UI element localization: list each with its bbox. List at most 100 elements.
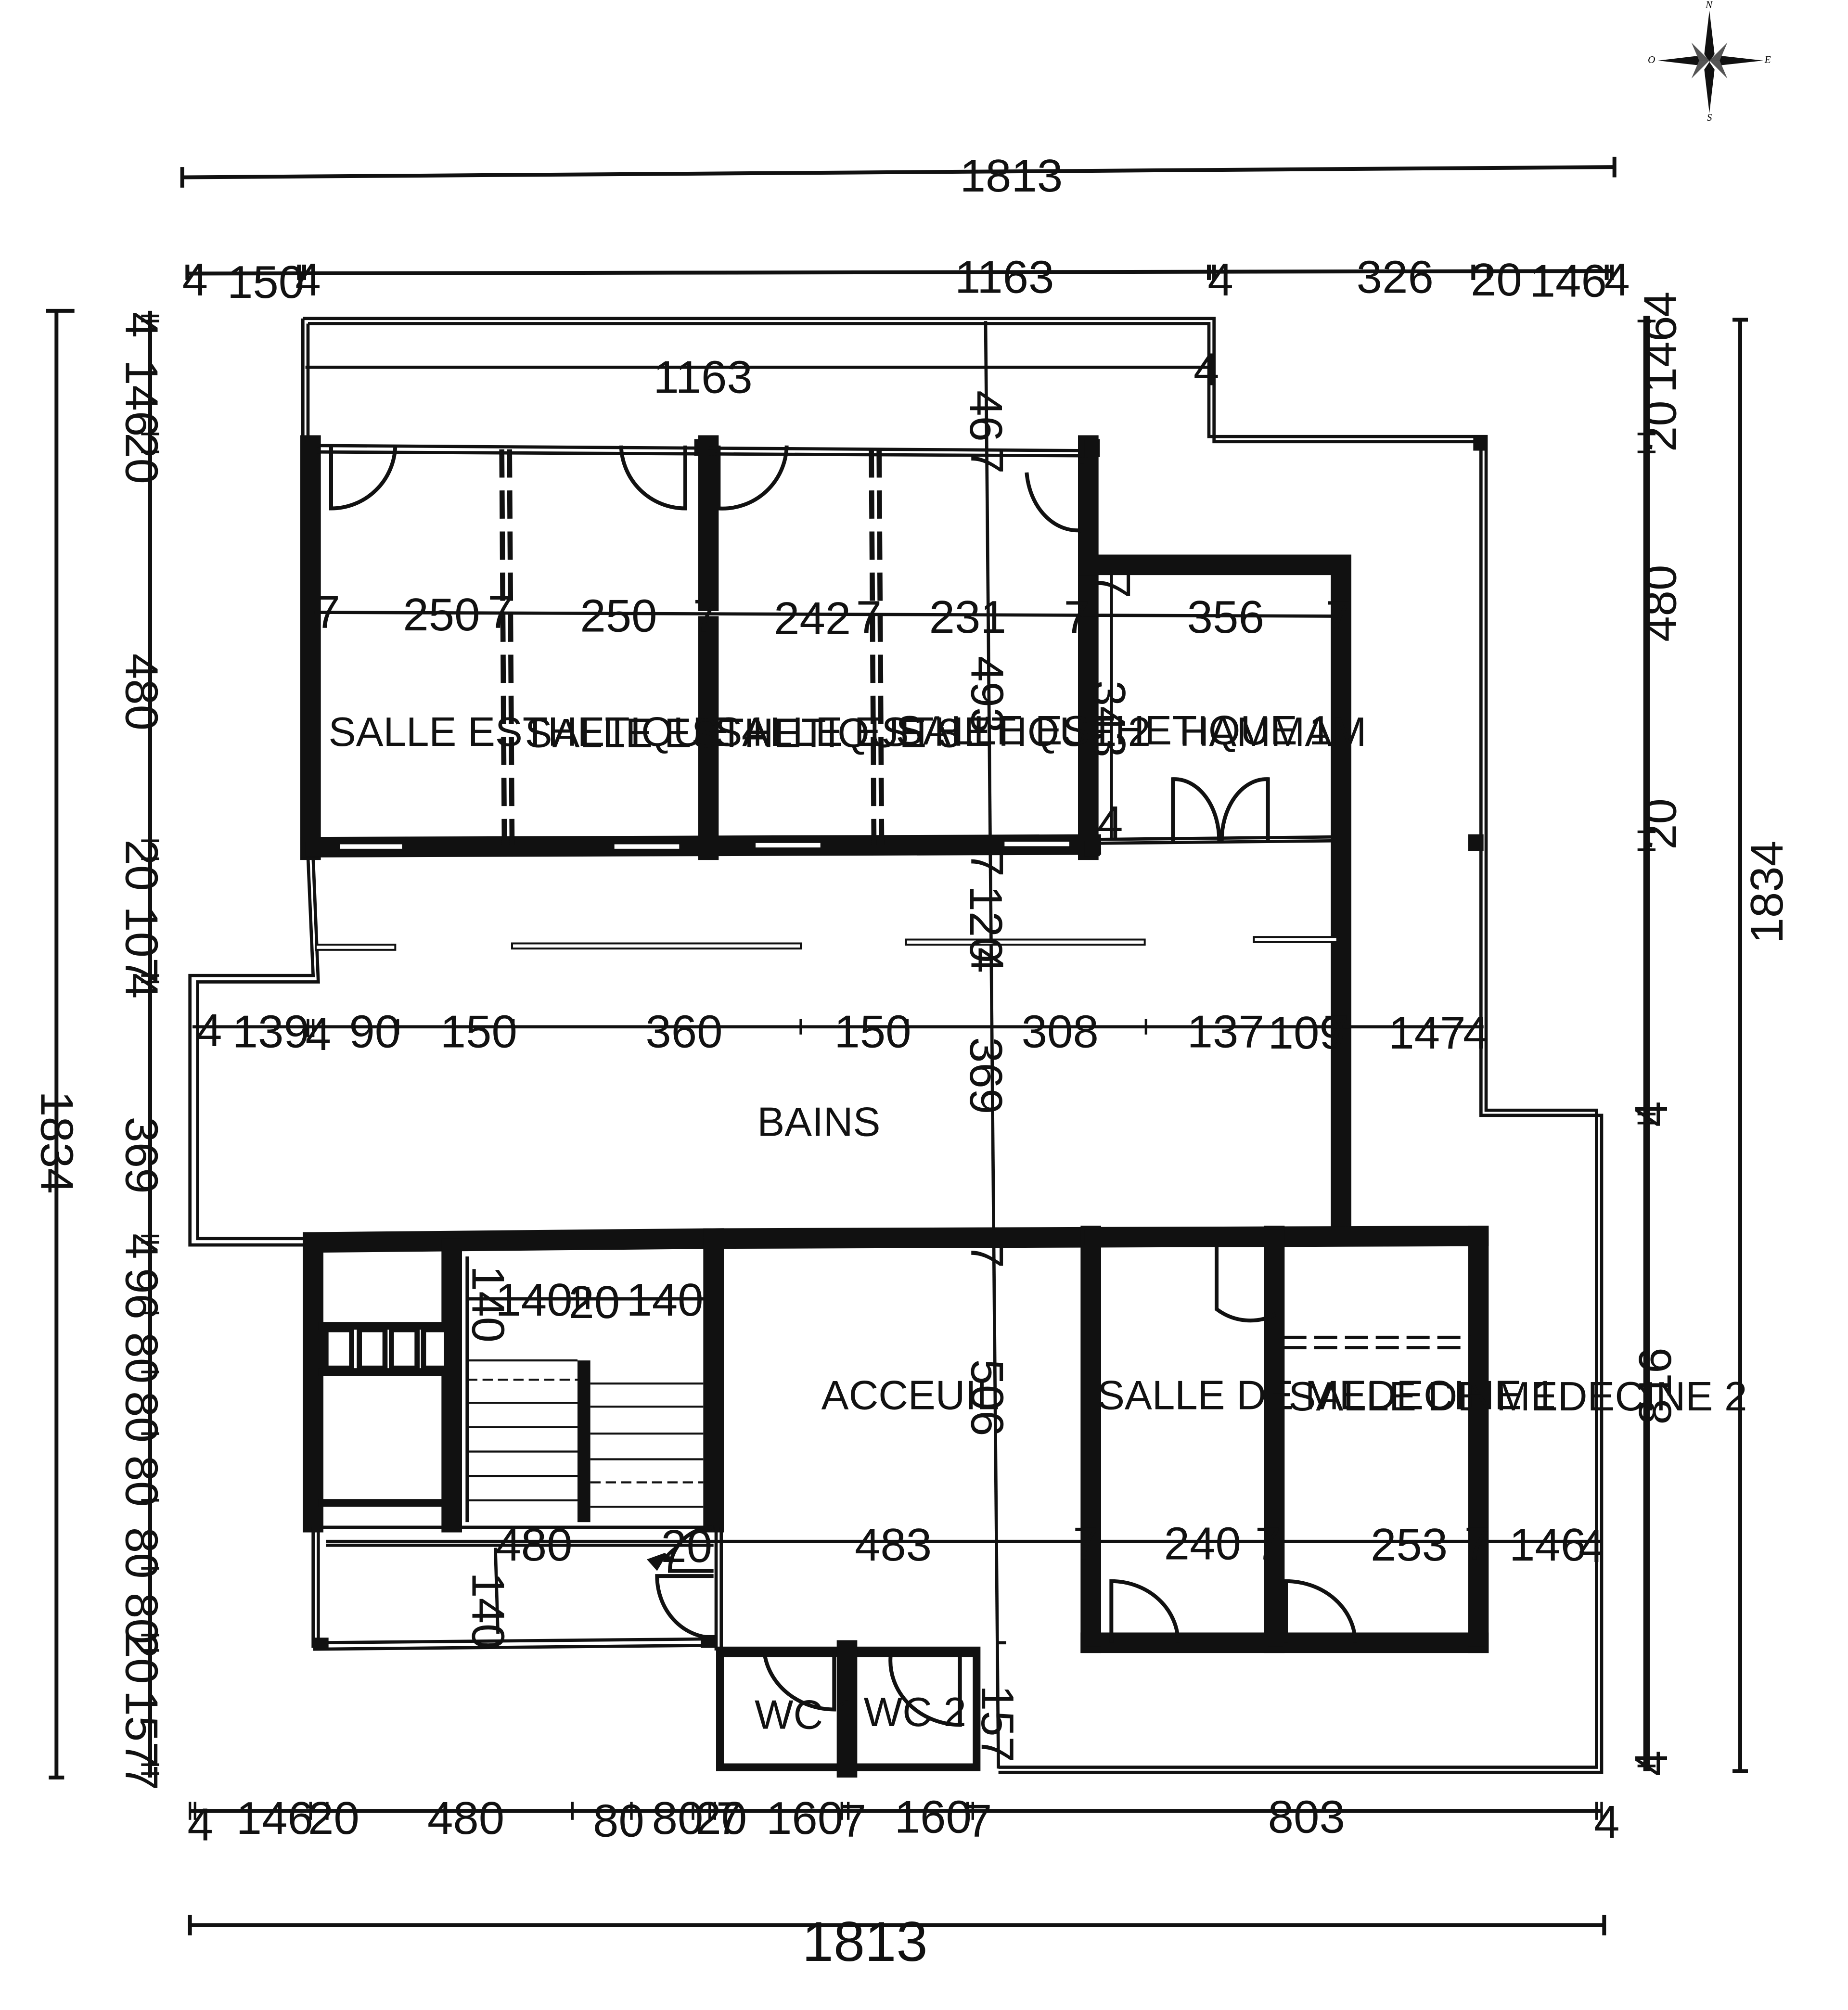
dim-343: 343 bbox=[1083, 680, 1135, 757]
row369-10: 7 bbox=[1323, 1006, 1348, 1058]
dim-7-a: 7 bbox=[962, 448, 1013, 474]
left-dim-14: 80 bbox=[116, 1593, 167, 1644]
overall-bottom-label: 1813 bbox=[802, 1910, 928, 1973]
room-label-hammam: HAMMAM bbox=[1180, 709, 1367, 755]
right-dim-1: 146 bbox=[1635, 316, 1686, 393]
row480-5: 7 bbox=[1255, 1518, 1281, 1570]
row369-11: 147 bbox=[1388, 1007, 1465, 1059]
row250-1: 250 bbox=[403, 589, 480, 640]
dim-369-inner: 369 bbox=[960, 1037, 1012, 1114]
room-label-salle-esthetique-1: SALLE ESTHETIQUE 1 bbox=[896, 708, 1332, 754]
room-label-acceuil: ACCEUIL bbox=[821, 1373, 1000, 1419]
bottom-dim-11: 7 bbox=[966, 1795, 992, 1847]
dim-46: 46 bbox=[960, 390, 1012, 442]
esthetique-walls bbox=[300, 435, 1337, 860]
building-envelope bbox=[188, 317, 1604, 1774]
compass-rose-icon: N E S O bbox=[1648, 0, 1771, 123]
row250-2: 7 bbox=[488, 587, 513, 638]
top-dim-5: 326 bbox=[1357, 252, 1434, 303]
top-dim-7: 146 bbox=[1530, 256, 1607, 307]
right-dim-4: 20 bbox=[1635, 798, 1686, 850]
dim-4-c: 4 bbox=[962, 947, 1013, 973]
dim-7-b: 7 bbox=[962, 851, 1013, 877]
top-dimension-chain: 4 150 4 1163 4 326 20 146 4 bbox=[182, 252, 1630, 308]
stair-140-vertical-2: 140 bbox=[462, 1572, 513, 1649]
bottom-dim-1: 146 bbox=[236, 1792, 313, 1844]
room-label-salle-esthetique-2: SALLE ESTHETIQUE 2 bbox=[715, 709, 1151, 755]
room-label-salle-de-medecine-1: SALLE DE MEDECINE 1 bbox=[1097, 1373, 1556, 1419]
top-dim-1: 150 bbox=[227, 256, 304, 308]
bottom-dim-9: 7 bbox=[841, 1795, 866, 1847]
bottom-dim-7: 7 bbox=[716, 1792, 742, 1844]
stair-row-2: 140 bbox=[626, 1274, 703, 1326]
room-label-wc-1: WC 1 bbox=[755, 1692, 857, 1738]
top-dim-6: 20 bbox=[1471, 254, 1522, 306]
left-dim-11: 80 bbox=[116, 1391, 167, 1443]
row250-9: 7 bbox=[1089, 573, 1140, 598]
row369-3: 90 bbox=[349, 1006, 400, 1058]
left-dim-10: 80 bbox=[116, 1332, 167, 1384]
row480-2: 483 bbox=[855, 1519, 932, 1571]
arrow-icon bbox=[647, 1553, 678, 1571]
row369-9: 109 bbox=[1268, 1007, 1345, 1059]
dim-157-wc: 157 bbox=[972, 1685, 1023, 1762]
row250-0: 7 bbox=[314, 587, 340, 638]
dim-493: 493 bbox=[962, 656, 1013, 733]
row250-6: 7 bbox=[856, 591, 882, 643]
dim-7-d: 7 bbox=[962, 1242, 1013, 1268]
stair-140-vertical: 140 bbox=[462, 1266, 513, 1343]
medecine-walls bbox=[1080, 1226, 1489, 1653]
compass-e: E bbox=[1764, 54, 1771, 65]
row369-8: 137 bbox=[1187, 1006, 1264, 1058]
left-dim-9: 96 bbox=[116, 1268, 167, 1319]
left-dim-5: 107 bbox=[116, 906, 167, 983]
row480-6: 253 bbox=[1371, 1519, 1448, 1571]
left-dimension-chain: 4 146 20 480 20 107 4 369 4 96 80 80 80 … bbox=[116, 310, 167, 1791]
overall-top-label: 1813 bbox=[960, 150, 1063, 202]
left-dim-1: 146 bbox=[116, 359, 167, 436]
overall-left-label: 1834 bbox=[31, 1091, 82, 1194]
left-dim-15: 20 bbox=[116, 1633, 167, 1684]
top-dim-0: 4 bbox=[182, 254, 208, 306]
row369-5: 360 bbox=[645, 1006, 722, 1058]
dim-506: 506 bbox=[962, 1359, 1013, 1436]
row369-7: 308 bbox=[1022, 1006, 1099, 1058]
row369-12: 4 bbox=[1463, 1007, 1489, 1059]
row480-8: 146 bbox=[1509, 1519, 1586, 1571]
bottom-dim-4: 80 bbox=[593, 1795, 644, 1847]
overall-right-label: 1834 bbox=[1741, 841, 1793, 944]
left-dim-2: 20 bbox=[116, 433, 167, 484]
stair-row-0: 140 bbox=[495, 1274, 572, 1326]
left-dim-0: 4 bbox=[116, 312, 167, 338]
right-dim-6: 816 bbox=[1630, 1347, 1681, 1424]
row369-1: 139 bbox=[232, 1006, 309, 1058]
bottom-dim-2: 20 bbox=[308, 1792, 359, 1844]
esthetique-doors bbox=[329, 445, 1084, 533]
right-dim-2: 20 bbox=[1635, 400, 1686, 452]
bottom-dimension-chain: 4 146 20 480 80 80 20 7 160 7 160 7 803 … bbox=[187, 1792, 1619, 1851]
row250-8: 7 bbox=[1064, 591, 1090, 643]
compass-n: N bbox=[1705, 0, 1713, 11]
right-dim-7: 4 bbox=[1626, 1751, 1677, 1776]
room-labels: SALLE ESTHETIQUE 4 SALLE ESTHETIQUE 3 SA… bbox=[329, 708, 1747, 1738]
wc-walls bbox=[716, 1640, 981, 1778]
compass-s: S bbox=[1707, 112, 1712, 123]
bottom-dim-13: 4 bbox=[1594, 1796, 1619, 1848]
room-label-salle-esthetique-3: SALLE ESTHETIQUE 3 bbox=[525, 711, 961, 756]
bottom-dim-8: 160 bbox=[766, 1792, 843, 1844]
corridor-partitions bbox=[315, 436, 1488, 951]
row480-7: 7 bbox=[1464, 1518, 1490, 1570]
row250-7: 231 bbox=[929, 591, 1006, 643]
compass-o: O bbox=[1648, 54, 1655, 65]
row369-6: 150 bbox=[834, 1006, 911, 1058]
top-dim-4: 4 bbox=[1207, 254, 1233, 306]
row480-3: 7 bbox=[1073, 1518, 1098, 1570]
left-dim-7: 369 bbox=[116, 1117, 167, 1194]
left-dim-4: 20 bbox=[116, 840, 167, 891]
row480-0: 480 bbox=[495, 1519, 572, 1571]
bottom-dim-3: 480 bbox=[427, 1792, 504, 1844]
room-label-wc-2: WC 2 bbox=[864, 1690, 966, 1735]
hammam-walls bbox=[1078, 554, 1351, 1246]
bains-dimension-chain bbox=[192, 1019, 1484, 1037]
left-dim-16: 157 bbox=[116, 1690, 167, 1767]
